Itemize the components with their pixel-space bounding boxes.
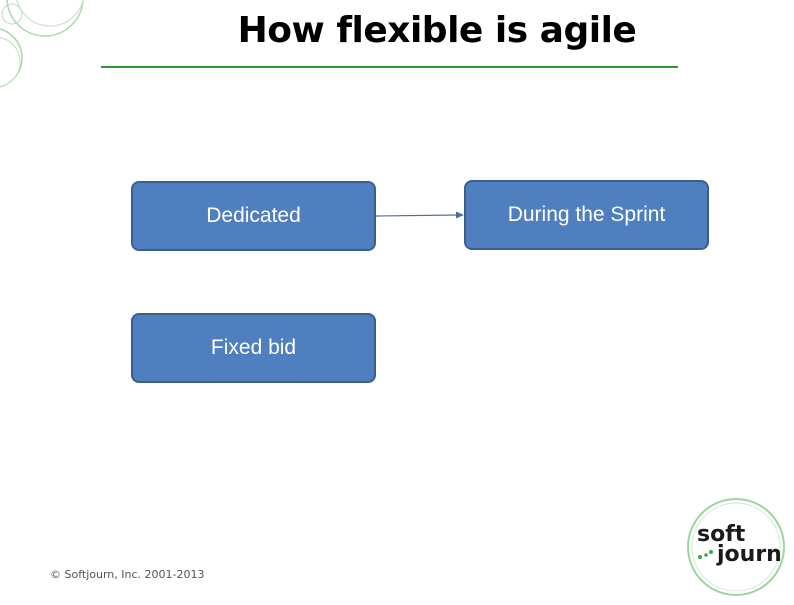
- title-underline: [101, 66, 678, 68]
- node-fixed-bid: Fixed bid: [131, 313, 376, 383]
- copyright-footer: © Softjourn, Inc. 2001-2013: [50, 568, 205, 581]
- logo-text-soft: soft: [697, 522, 746, 547]
- node-during-the-sprint: During the Sprint: [464, 180, 709, 250]
- softjourn-logo: soft journ: [686, 497, 786, 597]
- node-dedicated: Dedicated: [131, 181, 376, 251]
- decorative-circles: [0, 0, 84, 88]
- slide-title: How flexible is agile: [237, 10, 637, 51]
- logo-text-journ: journ: [717, 542, 782, 567]
